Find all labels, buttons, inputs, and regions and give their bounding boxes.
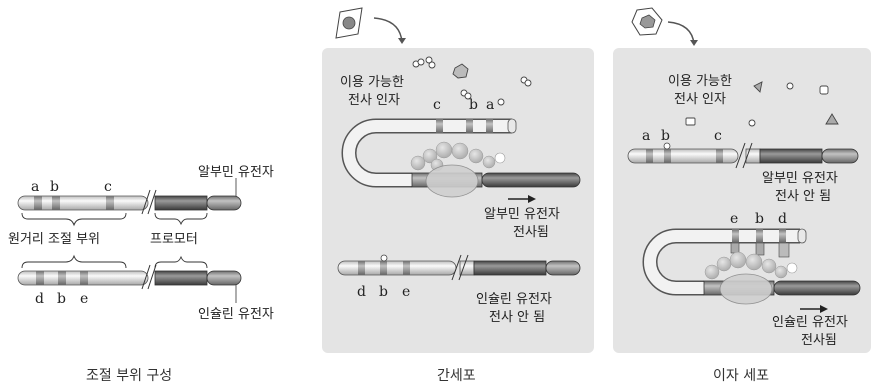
pancreas-site-b-loop: b: [755, 211, 764, 227]
liver-site-b: b: [469, 97, 478, 113]
liver-tf-label-1: 이용 가능한: [340, 75, 404, 90]
pancreas-caption: 이자 세포: [713, 368, 769, 384]
liver-caption: 간세포: [437, 368, 476, 384]
promoter-brace: [154, 212, 208, 226]
pancreas-site-b: b: [661, 128, 670, 144]
pancreas-tf-label-1: 이용 가능한: [668, 74, 732, 89]
pancreas-cell-icon: [631, 7, 663, 36]
distal-region-brace: [21, 212, 127, 227]
albumin-gene-label: 알부민 유전자: [198, 165, 274, 180]
liver-site-b-insulin: b: [379, 284, 388, 300]
pancreas-panel: 이용 가능한 전사 인자 a b c 알부민 유전자 전사 안 됨 e b d: [613, 7, 871, 384]
pancreas-site-e: e: [730, 211, 738, 227]
liver-site-e: e: [402, 284, 410, 300]
pancreas-arrow: [667, 21, 695, 45]
pancreas-insulin-result-2: 전사됨: [801, 333, 837, 348]
distal-region-label: 원거리 조절 부위: [8, 232, 100, 247]
insulin-dna-strand: [17, 264, 242, 290]
promoter-brace-bottom: [154, 255, 208, 269]
pancreas-insulin-result-1: 인슐린 유전자: [772, 315, 848, 330]
liver-site-d: d: [357, 284, 366, 300]
liver-polymerase-complex: [410, 141, 506, 198]
pancreas-site-d: d: [778, 211, 787, 227]
pancreas-albumin-result-2: 전사 안 됨: [775, 189, 831, 204]
liver-cell-icon: [335, 7, 363, 39]
liver-transcription-factors: [412, 56, 532, 106]
pancreas-albumin-result-1: 알부민 유전자: [762, 171, 838, 186]
site-c-label: c: [104, 179, 112, 195]
liver-arrow: [373, 17, 403, 43]
promoter-label: 프로모터: [150, 232, 198, 247]
left-section: a b c 알부민 유전자 원거리 조절 부위 프로모터 d b e 인슐린 유…: [8, 165, 274, 384]
liver-insulin-result-2: 전사 안 됨: [489, 310, 545, 325]
liver-albumin-result-2: 전사됨: [513, 225, 549, 240]
pancreas-tf-label-2: 전사 인자: [674, 92, 726, 107]
site-b-label-bottom: b: [57, 291, 66, 307]
pancreas-site-c: c: [714, 128, 722, 144]
liver-site-a: a: [486, 97, 494, 113]
site-b-label: b: [50, 179, 59, 195]
liver-tf-label-2: 전사 인자: [348, 93, 400, 108]
pancreas-transcription-factors: [685, 81, 839, 127]
pancreas-site-a: a: [642, 128, 650, 144]
liver-site-c: c: [433, 97, 441, 113]
liver-looped-dna: [341, 118, 581, 188]
liver-panel: 이용 가능한 전사 인자 c b a 알부민 유전자: [322, 7, 594, 384]
liver-albumin-result-1: 알부민 유전자: [484, 207, 560, 222]
site-a-label: a: [31, 179, 39, 195]
left-caption: 조절 부위 구성: [86, 368, 172, 384]
albumin-dna-strand: [17, 189, 242, 215]
site-d-label: d: [35, 291, 44, 307]
pancreas-albumin-dna: [627, 142, 859, 169]
insulin-gene-label: 인슐린 유전자: [198, 307, 274, 322]
liver-insulin-result-1: 인슐린 유전자: [476, 292, 552, 307]
site-e-label: e: [80, 291, 88, 307]
pancreas-polymerase-complex: [704, 251, 798, 305]
liver-insulin-dna: [337, 254, 581, 281]
distal-region-brace-bottom: [21, 254, 127, 269]
